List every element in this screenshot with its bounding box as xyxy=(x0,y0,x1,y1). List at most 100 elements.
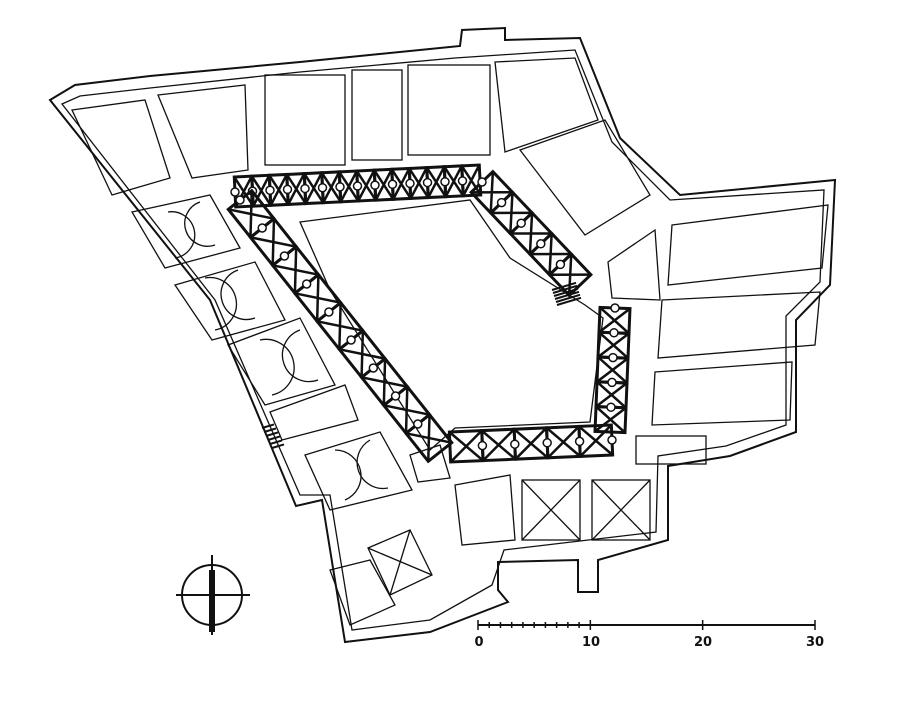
vault-rib xyxy=(272,246,319,294)
vault-rib xyxy=(471,171,513,214)
column xyxy=(405,178,415,189)
column xyxy=(555,259,566,270)
column xyxy=(496,197,507,208)
room xyxy=(667,204,829,286)
column xyxy=(542,438,552,448)
column xyxy=(265,185,275,196)
scale-label-20: 20 xyxy=(694,635,712,650)
stair-step xyxy=(556,296,582,306)
vault-rib xyxy=(529,233,572,275)
stair-step xyxy=(551,281,577,291)
vault-rib xyxy=(390,167,412,200)
vault-rib xyxy=(596,356,629,384)
column xyxy=(608,352,618,363)
column xyxy=(440,176,450,187)
vault-rib xyxy=(285,173,307,205)
vault-rib xyxy=(373,168,395,201)
vault-rib xyxy=(425,166,447,199)
vaulted-room xyxy=(591,479,651,541)
room xyxy=(329,559,396,626)
column xyxy=(300,183,310,194)
column xyxy=(368,363,379,373)
room xyxy=(518,119,651,236)
room xyxy=(227,317,336,406)
vault-rib xyxy=(268,173,290,206)
room xyxy=(157,84,249,179)
inner-wall xyxy=(60,49,825,631)
column xyxy=(510,439,520,449)
vault-rib xyxy=(303,172,325,205)
vault-rib xyxy=(228,190,275,238)
column xyxy=(477,440,488,451)
vault-rib xyxy=(513,426,549,461)
vault-rib xyxy=(250,218,297,266)
room xyxy=(651,361,793,426)
vault-rib xyxy=(549,253,591,296)
vault-rib xyxy=(460,164,482,197)
room xyxy=(264,74,346,166)
vault-rib xyxy=(361,358,408,406)
room xyxy=(304,431,413,511)
stair-step xyxy=(267,435,281,441)
room xyxy=(607,228,661,301)
column xyxy=(324,307,334,317)
vaulted-room xyxy=(521,479,581,541)
vault-rib xyxy=(597,331,630,360)
column xyxy=(317,182,328,193)
scale-label-30: 30 xyxy=(806,635,824,650)
arcade xyxy=(226,163,632,464)
column xyxy=(477,177,487,187)
vault-rib xyxy=(405,414,452,462)
vault-rib xyxy=(316,302,364,350)
column xyxy=(352,181,363,191)
stair-step xyxy=(554,290,580,300)
vault-rib xyxy=(490,192,533,234)
column xyxy=(574,436,585,447)
room xyxy=(494,57,599,153)
column xyxy=(609,328,619,338)
north-arrow-icon xyxy=(176,555,250,635)
vault-rib xyxy=(339,330,386,378)
column xyxy=(370,180,380,190)
column xyxy=(235,195,245,205)
column xyxy=(230,187,240,197)
room xyxy=(635,435,707,465)
column xyxy=(413,419,423,429)
stair-step xyxy=(265,431,279,437)
east-rooms xyxy=(607,204,829,465)
stair-step xyxy=(263,427,277,433)
column xyxy=(390,391,401,401)
vault-rib xyxy=(598,306,631,335)
column xyxy=(387,179,398,190)
column xyxy=(257,223,267,233)
vault-rib xyxy=(595,380,628,409)
vault-rib xyxy=(294,274,341,322)
column xyxy=(422,177,433,188)
stair xyxy=(261,423,285,449)
column xyxy=(610,303,620,313)
room xyxy=(657,291,821,359)
column xyxy=(606,402,616,412)
column xyxy=(301,279,312,289)
column xyxy=(346,335,356,345)
vault-rib xyxy=(355,169,377,202)
room xyxy=(269,384,359,441)
scale-label-0: 0 xyxy=(474,635,483,650)
room xyxy=(351,69,403,161)
stair-step xyxy=(269,439,283,445)
north-rooms xyxy=(71,57,651,236)
vault-rib xyxy=(443,165,465,198)
column xyxy=(335,182,345,192)
room xyxy=(407,64,491,156)
vault-rib xyxy=(594,405,627,434)
vault-rib xyxy=(545,425,582,459)
vault-rib xyxy=(320,171,342,204)
scale-label-10: 10 xyxy=(582,635,600,650)
vault-rib xyxy=(510,212,552,255)
south-rooms xyxy=(329,474,651,626)
vault-rib xyxy=(578,424,614,458)
room xyxy=(409,444,451,483)
room xyxy=(71,99,171,196)
vault-rib xyxy=(250,174,272,207)
